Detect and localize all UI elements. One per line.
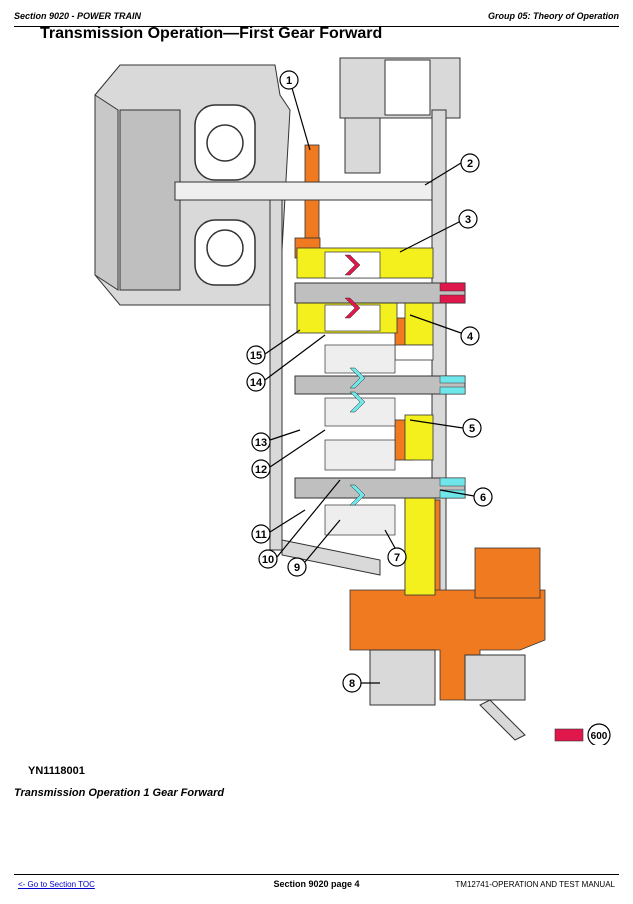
callouts: 1 2 3 4 5 6 7 8 9 10 11 12 13 14 15 [246,70,493,693]
callout-1: 1 [279,70,311,151]
svg-text:11: 11 [255,529,267,541]
input-shaft [174,181,441,201]
callout-3: 3 [399,209,478,253]
color-legend: 600 604 [554,723,611,775]
callout-10: 10 [258,479,341,569]
clutch-packs [324,251,396,536]
transmission-cutaway-svg: 1 2 3 4 5 6 7 8 9 10 11 12 13 14 15 600 … [94,57,611,775]
svg-text:2: 2 [467,158,473,170]
transmission-diagram: 1 2 3 4 5 6 7 8 9 10 11 12 13 14 15 600 … [0,45,633,775]
callout-12: 12 [251,429,326,479]
page-title: Transmission Operation—First Gear Forwar… [40,25,383,42]
gear-shafts [294,282,466,499]
cyan-pressure [349,367,466,506]
callout-13: 13 [251,429,301,452]
svg-text:12: 12 [255,464,267,476]
section-label: Section 9020 - POWER TRAIN [14,11,142,21]
svg-text:1: 1 [286,75,292,87]
svg-text:5: 5 [469,423,475,435]
svg-text:15: 15 [250,350,262,362]
pump-impeller [194,104,256,286]
figure-caption: Transmission Operation 1 Gear Forward [14,787,225,799]
legend-swatch-600 [554,728,584,742]
svg-text:9: 9 [294,562,300,574]
page-number: Section 9020 page 4 [273,879,360,889]
callout-9: 9 [287,519,341,577]
section-toc-link[interactable]: <- Go to Section TOC [18,880,95,889]
callout-11: 11 [251,509,306,544]
legend-label-600: 600 [591,731,608,742]
callout-6: 6 [439,487,493,507]
svg-text:4: 4 [467,331,474,343]
svg-text:10: 10 [262,554,274,566]
page-header: Section 9020 - POWER TRAIN Group 05: The… [14,8,619,27]
callout-15: 15 [246,329,301,365]
svg-text:14: 14 [250,377,263,389]
top-valve [339,57,461,174]
page-footer: <- Go to Section TOC Section 9020 page 4… [14,874,619,897]
red-pressure [344,254,466,319]
manual-id: TM12741-OPERATION AND TEST MANUAL [455,880,615,889]
svg-text:8: 8 [349,678,355,690]
callout-2: 2 [424,153,480,186]
figure-id: YN1118001 [28,765,85,777]
callout-4: 4 [409,314,480,346]
callout-7: 7 [384,529,407,567]
group-label: Group 05: Theory of Operation [487,11,619,21]
callout-14: 14 [246,334,326,392]
lower-housing [369,649,526,741]
callout-5: 5 [409,418,482,438]
svg-text:7: 7 [394,552,400,564]
callout-8: 8 [342,673,380,693]
svg-text:13: 13 [255,437,267,449]
svg-text:3: 3 [465,214,471,226]
svg-text:6: 6 [480,492,486,504]
